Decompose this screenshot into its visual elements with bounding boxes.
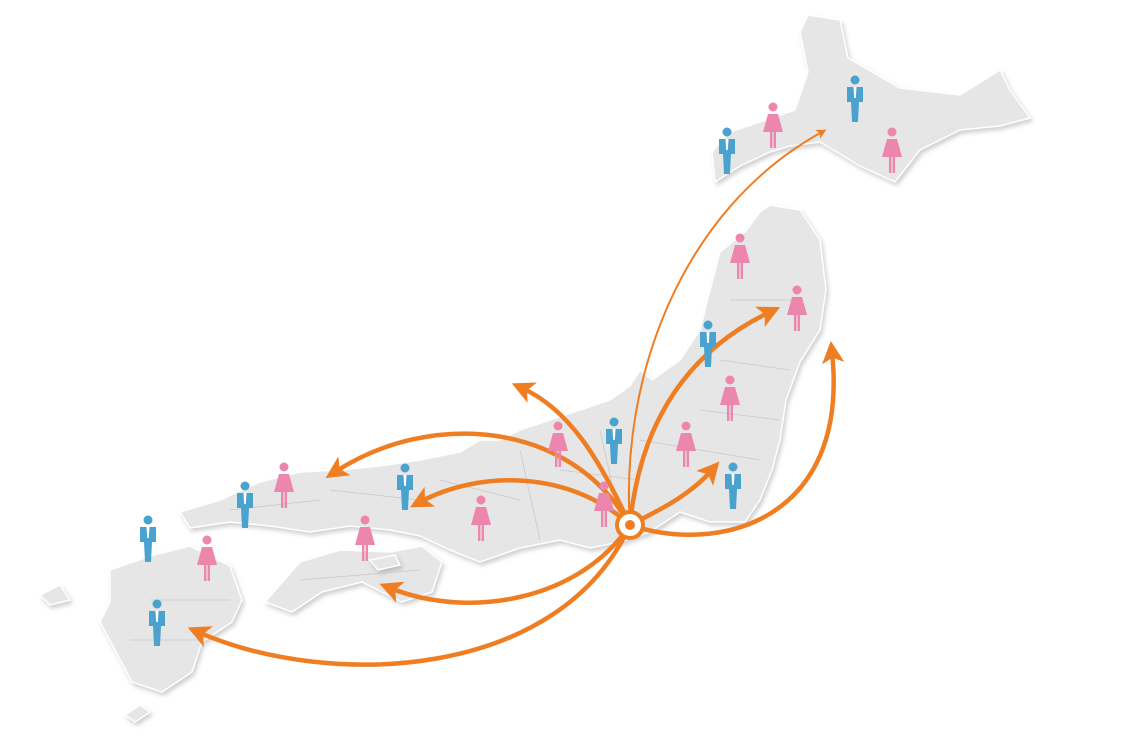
migration-arrow [627, 306, 781, 528]
hokkaido [711, 14, 1032, 184]
migration-arrow [511, 382, 633, 528]
origin-target-icon [615, 510, 645, 540]
island [368, 554, 402, 571]
migration-arrow [627, 129, 827, 526]
kyushu [99, 545, 243, 693]
island [38, 584, 72, 606]
shikoku [263, 545, 443, 613]
migration-arrow [627, 340, 845, 537]
prefecture-borders [130, 299, 800, 641]
migration-arrow [187, 522, 633, 667]
island [123, 704, 152, 723]
migration-arrow [379, 522, 633, 605]
land-masses [38, 14, 1032, 723]
